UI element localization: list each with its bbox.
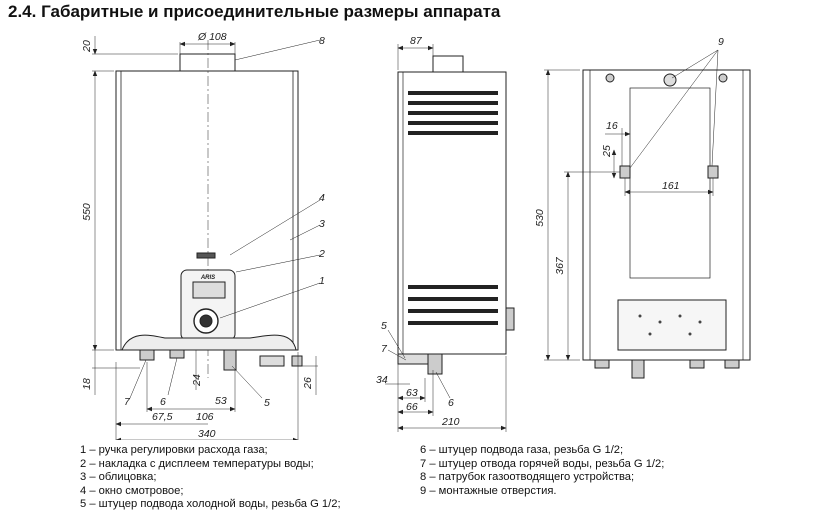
legend-item: 2 – накладка с дисплеем температуры воды…	[80, 457, 314, 470]
dim-back-367: 367	[554, 256, 566, 275]
front-view	[92, 36, 321, 440]
mount-hole-left	[619, 165, 631, 179]
legend-item: 5 – штуцер подвода холодной воды, резьба…	[80, 498, 341, 511]
dim-front-67: 67,5	[152, 411, 173, 423]
back-body	[582, 69, 751, 361]
legend-item: 4 – окно смотровое;	[80, 484, 184, 497]
legend-item: 7 – штуцер отвода горячей воды, резьба G…	[420, 457, 665, 470]
callout-9: 9	[718, 36, 724, 48]
callout-7: 7	[124, 396, 131, 408]
dim-front-106: 106	[196, 411, 214, 423]
side-view	[385, 44, 515, 432]
legend-left: 1 – ручка регулировки расхода газа; 2 – …	[80, 444, 341, 512]
side-flue-pipe	[432, 55, 464, 73]
front-sight-window	[196, 252, 216, 259]
callout-5: 5	[264, 397, 270, 409]
front-body	[115, 70, 299, 351]
dim-back-16: 16	[606, 120, 618, 132]
callout-4: 4	[319, 192, 325, 204]
dim-back-530: 530	[534, 209, 546, 227]
callout-side-5: 5	[381, 320, 387, 332]
callout-2: 2	[318, 248, 325, 260]
legend-item: 8 – патрубок газоотводящего устройства;	[420, 471, 635, 484]
dim-front-340: 340	[198, 428, 216, 440]
callout-side-7: 7	[381, 343, 388, 355]
callout-8: 8	[319, 35, 325, 47]
legend-right: 6 – штуцер подвода газа, резьба G 1/2; 7…	[420, 444, 664, 498]
callout-6: 6	[160, 396, 166, 408]
legend-item: 6 – штуцер подвода газа, резьба G 1/2;	[420, 444, 624, 456]
dim-front-dia: Ø 108	[197, 31, 227, 43]
callout-3: 3	[319, 218, 325, 230]
legend-item: 1 – ручка регулировки расхода газа;	[80, 444, 268, 456]
dim-back-25: 25	[601, 145, 613, 158]
dim-front-top: 20	[81, 40, 93, 53]
dim-side-63: 63	[406, 387, 418, 399]
brand-label: ARIS	[200, 275, 215, 281]
page-title: 2.4. Габаритные и присоединительные разм…	[8, 2, 501, 21]
dim-back-161: 161	[662, 180, 680, 192]
dim-front-24: 24	[191, 374, 203, 387]
mount-hole-top	[663, 73, 677, 87]
legend-item: 9 – монтажные отверстия.	[420, 484, 557, 497]
technical-drawing: ARIS 20 Ø 108 550 18 26 24 53 67,5 106 3…	[81, 31, 751, 440]
dim-side-210: 210	[441, 416, 460, 428]
back-view	[544, 49, 751, 379]
dim-front-bottom: 18	[81, 378, 93, 390]
dim-front-height: 550	[81, 203, 93, 221]
callout-1: 1	[319, 275, 325, 287]
front-flue-pipe	[179, 53, 236, 72]
side-body	[397, 71, 507, 355]
dim-side-34: 34	[376, 374, 388, 386]
mount-hole-right	[707, 165, 719, 179]
dim-side-top: 87	[410, 35, 423, 47]
callout-side-6: 6	[448, 397, 454, 409]
dim-front-53: 53	[215, 395, 227, 407]
dim-side-66: 66	[406, 401, 418, 413]
dim-front-bottom-right: 26	[302, 377, 314, 390]
legend-item: 3 – облицовка;	[80, 471, 157, 484]
